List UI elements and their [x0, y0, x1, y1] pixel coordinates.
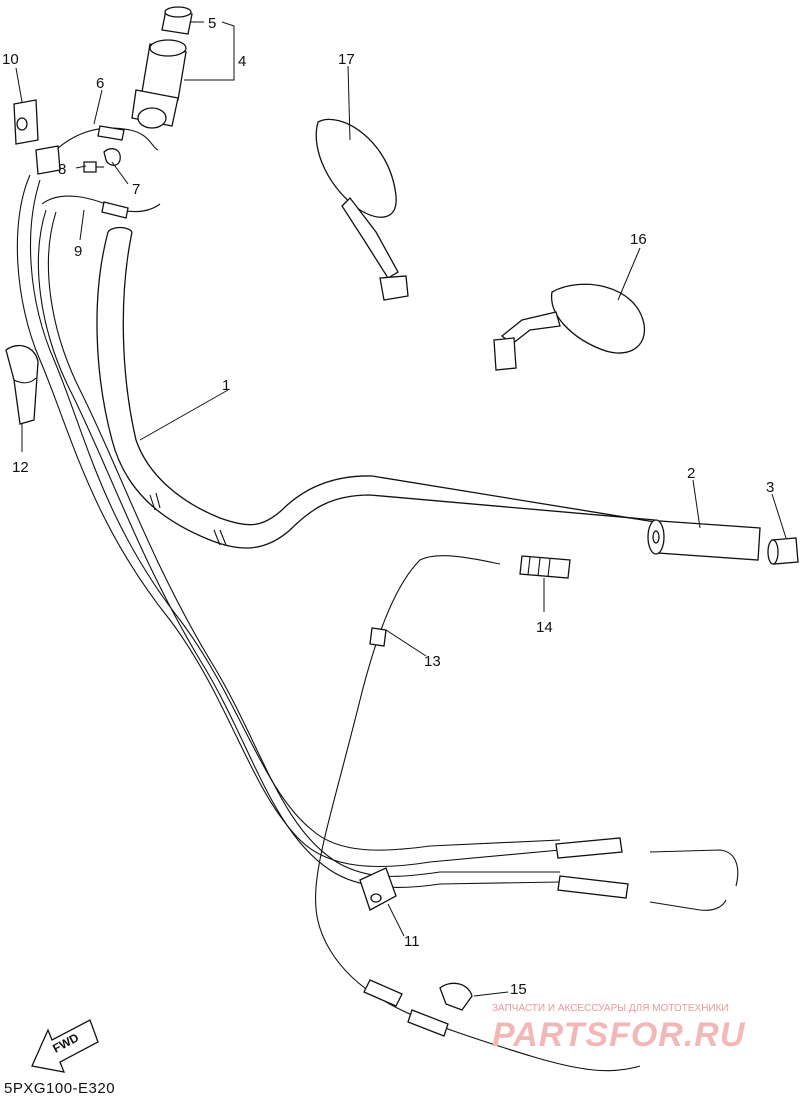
callout-16: 16 — [630, 231, 647, 248]
callout-14: 14 — [536, 619, 553, 636]
bar-end-weight — [767, 537, 799, 565]
forward-arrow-icon — [31, 1019, 99, 1073]
callout-2: 2 — [687, 465, 695, 482]
handlebar — [96, 226, 656, 549]
cable-holder — [5, 345, 39, 425]
callout-9: 9 — [74, 243, 82, 260]
callout-labels: 1 2 3 4 5 6 7 8 9 10 11 12 13 14 15 16 1… — [2, 15, 774, 998]
switch-boot — [519, 555, 571, 579]
callout-4: 4 — [238, 53, 246, 70]
cable-guide — [359, 867, 397, 911]
callout-8: 8 — [58, 161, 66, 178]
callout-5: 5 — [208, 15, 216, 32]
callout-1: 1 — [222, 377, 230, 394]
watermark-logo: PARTSFOR.RU — [492, 1016, 746, 1054]
leader-lines — [15, 21, 787, 997]
diagram-code: 5PXG100-E320 — [4, 1080, 116, 1097]
speedometer-cable — [315, 555, 641, 1072]
main-cable-runs — [16, 174, 739, 911]
callout-10: 10 — [2, 51, 19, 68]
callout-3: 3 — [766, 479, 774, 496]
mirror-left — [315, 118, 409, 301]
callout-7: 7 — [132, 181, 140, 198]
mirror-right — [493, 283, 645, 371]
callout-13: 13 — [424, 653, 441, 670]
throttle-cable-upper — [35, 125, 159, 175]
throttle-grip-assembly — [131, 6, 193, 129]
callout-12: 12 — [12, 459, 29, 476]
callout-17: 17 — [338, 51, 355, 68]
switch-holder-clamp — [13, 99, 39, 145]
right-grip — [647, 519, 761, 561]
callout-11: 11 — [404, 933, 420, 950]
throttle-cable-return — [41, 195, 161, 219]
cable-band — [439, 982, 473, 1011]
cable-guide-clip — [103, 148, 121, 166]
screw — [83, 161, 104, 173]
callout-6: 6 — [96, 75, 104, 92]
callout-15: 15 — [510, 981, 527, 998]
watermark-tagline: ЗАПЧАСТИ И АКСЕССУАРЫ ДЛЯ МОТОТЕХНИКИ — [492, 1003, 729, 1014]
